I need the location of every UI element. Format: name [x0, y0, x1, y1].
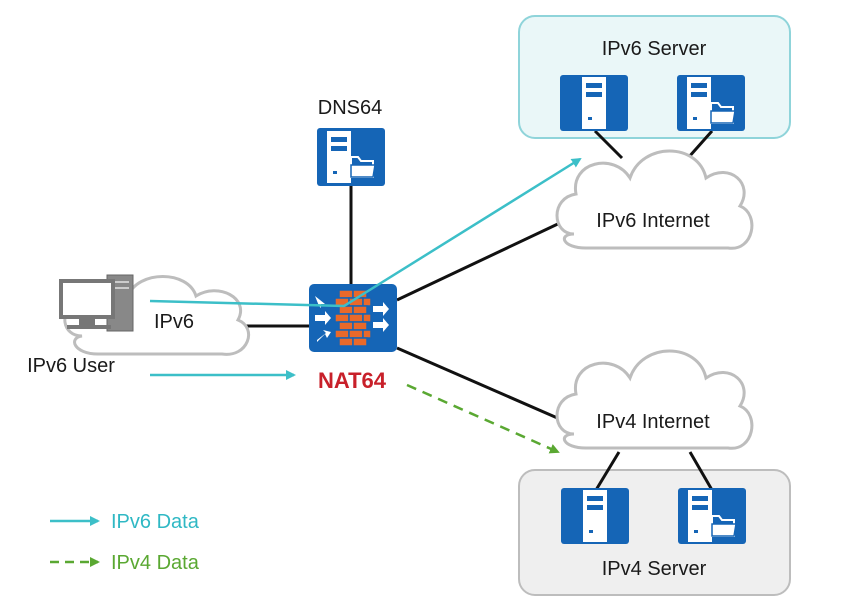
ipv6-flow-path	[149, 157, 582, 308]
ipv6-internet-cloud	[555, 149, 754, 250]
ipv4-server-2	[678, 488, 746, 544]
link-ipv6-server-right	[686, 130, 714, 159]
ipv6-server-2	[677, 75, 745, 131]
ipv6-data-flows	[149, 157, 582, 380]
ipv4-server-label: IPv4 Server	[602, 558, 707, 580]
ipv4-internet-label: IPv4 Internet	[596, 411, 710, 433]
link-nat64-ipv6-internet	[396, 220, 563, 302]
link-ipv4-server-right	[688, 451, 714, 491]
legend-ipv4-label: IPv4 Data	[111, 552, 200, 574]
legend-ipv6-label: IPv6 Data	[111, 511, 200, 533]
link-nat64-ipv4-internet	[396, 346, 563, 422]
ipv6-server-1	[560, 75, 628, 131]
ipv4-server-1	[561, 488, 629, 544]
ipv6-server-group	[518, 15, 791, 139]
network-links	[245, 129, 714, 491]
dns64-label: DNS64	[318, 97, 382, 119]
link-ipv6-server-left	[593, 129, 624, 160]
nat64-label: NAT64	[318, 368, 387, 393]
ipv6-server-label: IPv6 Server	[602, 38, 707, 60]
ipv4-internet-cloud	[555, 349, 754, 450]
ipv6-internet-label: IPv6 Internet	[596, 210, 710, 232]
dns64-server	[317, 128, 385, 186]
ipv6-cloud-label: IPv6	[154, 311, 194, 333]
nat64-firewall	[309, 284, 397, 352]
ipv4-flow-path	[406, 383, 560, 454]
legend: IPv6 Data IPv4 Data	[50, 511, 200, 574]
link-ipv4-server-left	[594, 451, 621, 491]
ipv6-user-label: IPv6 User	[27, 355, 115, 377]
computer-icon	[59, 274, 134, 332]
